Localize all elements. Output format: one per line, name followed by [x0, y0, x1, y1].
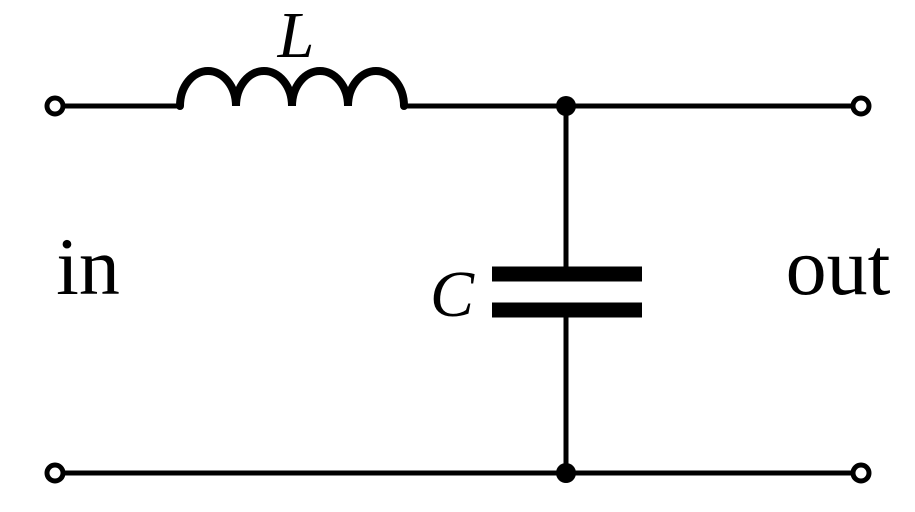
input-bottom-terminal	[44, 462, 66, 484]
junction-dots	[556, 96, 576, 483]
output-top-terminal	[850, 95, 872, 117]
labels: L C in out	[56, 0, 891, 331]
inductor-label: L	[277, 0, 315, 72]
bottom-junction-dot	[556, 463, 576, 483]
output-label: out	[786, 221, 891, 312]
input-top-terminal	[44, 95, 66, 117]
top-junction-dot	[556, 96, 576, 116]
input-label: in	[56, 221, 120, 312]
inductor-coil	[176, 67, 408, 110]
output-bottom-terminal	[850, 462, 872, 484]
capacitor-label: C	[430, 258, 475, 331]
wires-and-components	[44, 67, 872, 484]
